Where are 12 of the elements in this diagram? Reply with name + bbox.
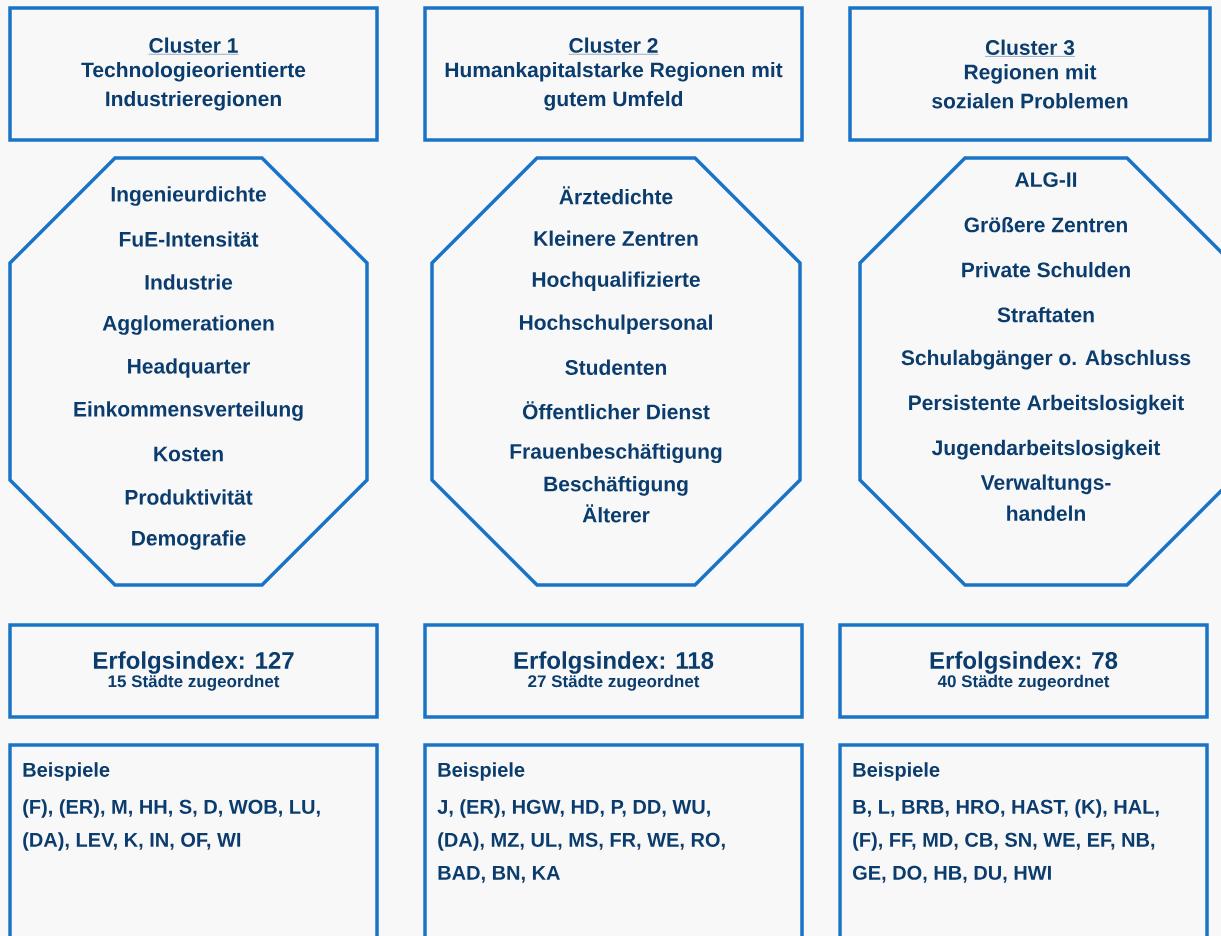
octagon: Ärztedichte Kleinere Zentren Hochqualifizierte Hochschulpersonal Studenten Öffentlicher Dienst Frauenbeschäftigung Beschäftigung Älterer [430,156,802,587]
examples-box: Beispiele (F), (ER), M, HH, S, D, WOB, LU, (DA), LEV, K, IN, OF, WI [8,743,379,936]
index-box: Erfolgsindex: 127 15 Städte zugeordnet [8,623,379,719]
octagon: Ingenieurdichte FuE-Intensität Industrie Agglomerationen Headquarter Einkommensverteilung Kosten Produktivität Demografie [8,156,369,587]
cluster-box: Cluster 1 Technologieorientierte Industrieregionen [8,6,379,142]
index-box: Erfolgsindex: 118 27 Städte zugeordnet [423,623,804,719]
cluster-box: Cluster 3 Regionen mit sozialen Problemen [848,6,1212,142]
octagon: ALG-II Größere Zentren Private Schulden Straftaten Schulabgänger o. Abschluss Persistente Arbeitslosigkeit Jugendarbeitslosigkeit Verwaltungs- handeln [858,156,1221,587]
cluster-box: Cluster 2 Humankapitalstarke Regionen mit gutem Umfeld [423,6,804,142]
examples-box: Beispiele J, (ER), HGW, HD, P, DD, WU, (DA), MZ, UL, MS, FR, WE, RO, BAD, BN, KA [423,743,804,936]
index-box: Erfolgsindex: 78 40 Städte zugeordnet [838,623,1209,719]
examples-box: Beispiele B, L, BRB, HRO, HAST, (K), HAL, (F), FF, MD, CB, SN, WE, EF, NB, GE, DO, HB, DU, HWI [838,743,1209,936]
